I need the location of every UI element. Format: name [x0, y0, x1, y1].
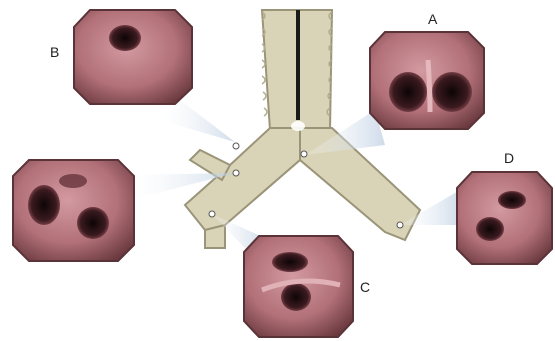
- inset-b: [74, 10, 192, 104]
- lumen-left: [28, 185, 60, 225]
- beam-b: [160, 100, 235, 142]
- lumen-right: [77, 207, 109, 239]
- lumen-center: [281, 283, 311, 311]
- lumen-top: [272, 252, 308, 272]
- inset-d: [457, 172, 552, 264]
- inset-left: [13, 160, 134, 261]
- lumen-right: [432, 72, 472, 112]
- point-left: [233, 170, 239, 176]
- left-lower-branch: [205, 225, 225, 248]
- inset-a: [370, 32, 484, 129]
- label-c: C: [360, 279, 370, 295]
- inset-c: [244, 236, 353, 337]
- label-b: B: [50, 44, 59, 60]
- scope-tip-light: [291, 121, 305, 131]
- point-c: [209, 211, 215, 217]
- point-d: [397, 222, 403, 228]
- point-b: [233, 143, 239, 149]
- lumen: [109, 25, 141, 51]
- label-a: A: [428, 11, 438, 27]
- lumen-left: [389, 72, 427, 112]
- label-d: D: [504, 150, 514, 166]
- point-a: [301, 151, 307, 157]
- lumen-top: [498, 191, 526, 209]
- lumen-bottom: [476, 217, 504, 241]
